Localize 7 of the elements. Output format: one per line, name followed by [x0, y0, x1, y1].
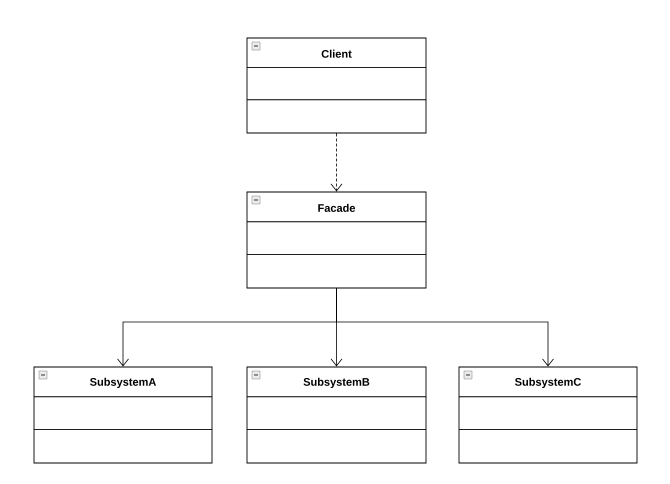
class-box: Client	[246, 38, 426, 134]
arrow	[336, 288, 554, 367]
class-box: Facade	[246, 192, 426, 288]
class-box: SubsystemC	[458, 366, 638, 464]
class-box: SubsystemA	[34, 366, 212, 464]
class-box: SubsystemB	[246, 366, 426, 464]
arrow	[330, 133, 342, 192]
